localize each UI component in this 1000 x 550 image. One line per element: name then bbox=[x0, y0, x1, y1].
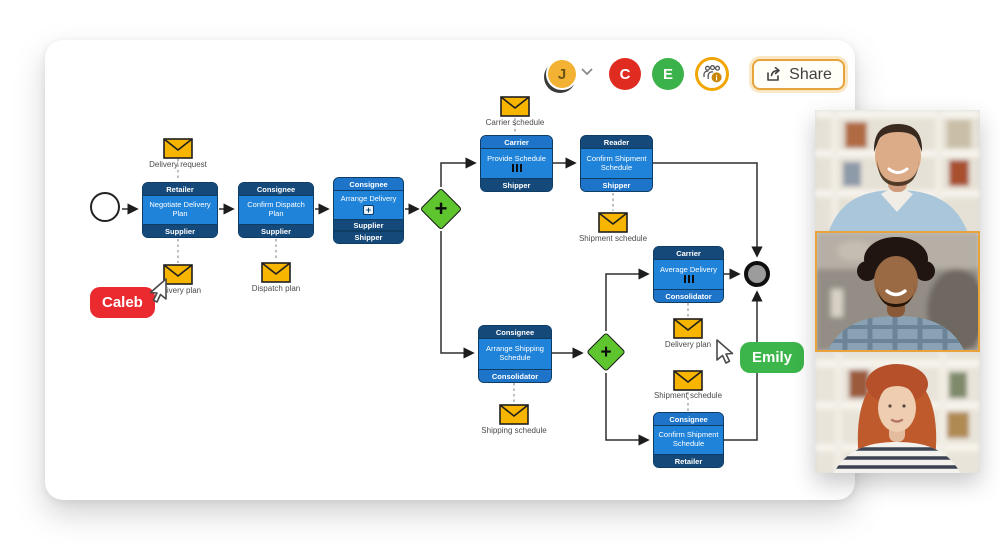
task-confirm-shipment-schedule-consignee[interactable]: Consignee Confirm Shipment Schedule Reta… bbox=[653, 412, 724, 468]
message-label: Shipment schedule bbox=[653, 391, 723, 400]
message-label: Delivery request bbox=[149, 160, 207, 169]
task-average-delivery[interactable]: Carrier Average Delivery Consolidator bbox=[653, 246, 724, 303]
pointer-arrow-icon bbox=[149, 278, 167, 303]
task-body: Negotiate Delivery Plan bbox=[149, 200, 211, 218]
task-provide-schedule[interactable]: Carrier Provide Schedule Shipper bbox=[480, 135, 553, 192]
message-label: Shipment schedule bbox=[578, 234, 648, 243]
task-body: Confirm Shipment Schedule bbox=[658, 430, 719, 448]
task-header: Consignee bbox=[239, 183, 313, 196]
task-confirm-shipment-schedule-reader[interactable]: Reader Confirm Shipment Schedule Shipper bbox=[580, 135, 653, 192]
avatar-j[interactable]: J bbox=[546, 58, 578, 90]
task-arrange-delivery[interactable]: Consignee Arrange Delivery Supplier Ship… bbox=[333, 177, 404, 244]
task-body: Provide Schedule bbox=[481, 149, 552, 178]
message-envelope-shipment-schedule[interactable] bbox=[598, 212, 628, 233]
subprocess-expand-icon bbox=[363, 204, 374, 215]
task-footer: Consolidator bbox=[479, 369, 551, 382]
share-button[interactable]: Share bbox=[752, 59, 845, 90]
message-label: Carrier schedule bbox=[485, 118, 545, 127]
video-call-panel bbox=[815, 110, 980, 473]
avatar-c[interactable]: C bbox=[609, 58, 641, 90]
message-envelope-delivery-plan[interactable] bbox=[163, 264, 193, 285]
message-envelope-shipping-schedule[interactable] bbox=[499, 404, 529, 425]
task-negotiate-delivery-plan[interactable]: Retailer Negotiate Delivery Plan Supplie… bbox=[142, 182, 218, 238]
task-footer: Shipper bbox=[581, 178, 652, 191]
message-envelope-delivery-request[interactable] bbox=[163, 138, 193, 159]
message-label: Delivery plan bbox=[664, 340, 712, 349]
presence-cursor-caleb: Caleb bbox=[90, 287, 155, 318]
task-body: Arrange Shipping Schedule bbox=[486, 344, 544, 362]
share-label: Share bbox=[789, 65, 832, 83]
task-footer: Supplier bbox=[239, 224, 313, 237]
multi-instance-icon bbox=[511, 164, 522, 173]
task-footer: Shipper bbox=[334, 231, 403, 243]
video-tile-3[interactable] bbox=[815, 352, 980, 473]
video-tile-2-active[interactable] bbox=[815, 231, 980, 352]
message-label: Dispatch plan bbox=[251, 284, 301, 293]
task-footer: Consolidator bbox=[654, 289, 723, 302]
collaborators-button[interactable]: i bbox=[695, 57, 729, 91]
task-body: Arrange Delivery bbox=[334, 191, 403, 219]
task-body: Average Delivery bbox=[654, 260, 723, 289]
task-header: Carrier bbox=[654, 247, 723, 260]
message-envelope-delivery-plan-2[interactable] bbox=[673, 318, 703, 339]
task-arrange-shipping-schedule[interactable]: Consignee Arrange Shipping Schedule Cons… bbox=[478, 325, 552, 383]
presence-cursor-emily: Emily bbox=[740, 342, 805, 373]
message-envelope-carrier-schedule[interactable] bbox=[500, 96, 530, 117]
share-icon bbox=[767, 67, 780, 81]
chevron-down-icon[interactable] bbox=[581, 68, 593, 76]
start-event[interactable] bbox=[90, 192, 120, 222]
plus-icon bbox=[427, 195, 455, 223]
video-tile-1[interactable] bbox=[815, 110, 980, 231]
task-header: Consignee bbox=[479, 326, 551, 339]
message-envelope-dispatch-plan[interactable] bbox=[261, 262, 291, 283]
task-footer: Retailer bbox=[654, 454, 723, 467]
message-envelope-shipment-schedule-2[interactable] bbox=[673, 370, 703, 391]
task-body: Confirm Shipment Schedule bbox=[586, 153, 647, 172]
svg-text:i: i bbox=[715, 73, 717, 82]
task-header: Consignee bbox=[334, 178, 403, 191]
task-header: Consignee bbox=[654, 413, 723, 426]
end-event[interactable] bbox=[744, 261, 770, 287]
group-info-icon: i bbox=[702, 65, 722, 83]
message-label: Delivery plan bbox=[154, 286, 202, 295]
task-footer: Supplier bbox=[143, 224, 217, 237]
message-label: Shipping schedule bbox=[481, 426, 547, 435]
multi-instance-icon bbox=[683, 275, 694, 284]
avatar-e[interactable]: E bbox=[652, 58, 684, 90]
task-footer: Supplier bbox=[334, 219, 403, 231]
task-body: Confirm Dispatch Plan bbox=[247, 200, 305, 218]
plus-icon bbox=[593, 339, 619, 365]
task-confirm-dispatch-plan[interactable]: Consignee Confirm Dispatch Plan Supplier bbox=[238, 182, 314, 238]
task-header: Carrier bbox=[481, 136, 552, 149]
task-footer: Shipper bbox=[481, 178, 552, 191]
task-header: Retailer bbox=[143, 183, 217, 196]
pointer-arrow-icon bbox=[716, 339, 734, 364]
task-header: Reader bbox=[581, 136, 652, 149]
